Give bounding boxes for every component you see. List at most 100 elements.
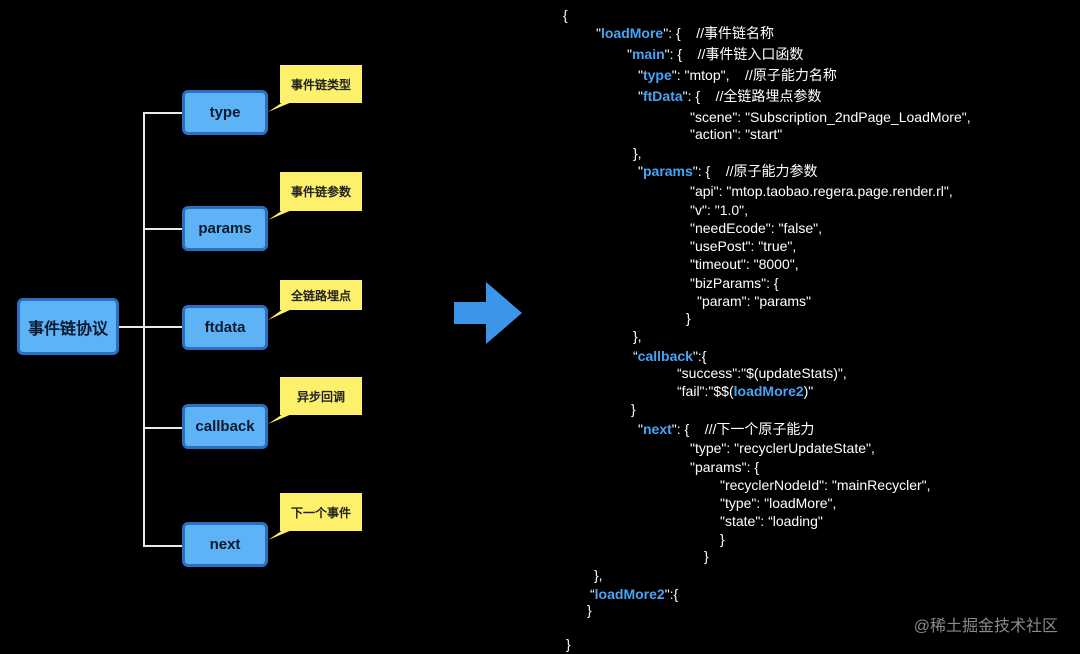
code-text: }	[686, 310, 691, 326]
code-line: "recyclerNodeId": "mainRecycler",	[720, 476, 931, 494]
code-line: },	[594, 566, 603, 584]
code-text: ": "mtop", //原子能力名称	[671, 67, 837, 83]
code-text: "api": "mtop.taobao.regera.page.render.r…	[690, 183, 953, 199]
root-node-label: 事件链协议	[27, 320, 108, 338]
connector-next	[143, 545, 184, 547]
code-key: params	[642, 163, 693, 179]
code-line: },	[633, 327, 642, 345]
code-line: "param": "params"	[697, 292, 811, 310]
code-text: “fail":"$$(	[677, 383, 734, 399]
code-line: {	[563, 6, 568, 24]
root-node: 事件链协议	[17, 298, 119, 355]
note-next: 下一个事件	[280, 493, 362, 531]
code-line: }	[686, 309, 691, 327]
code-text: "	[627, 46, 632, 62]
code-line: “callback":{	[633, 347, 706, 365]
code-text: }	[704, 548, 709, 564]
note-ftdata: 全链路埋点	[280, 280, 362, 310]
code-line: "type": "mtop", //原子能力名称	[638, 66, 837, 84]
event-chain-diagram: 事件链协议 type params ftdata callback next 事…	[0, 0, 530, 654]
watermark: @稀土掘金技术社区	[913, 618, 1058, 635]
code-text: )"	[803, 383, 814, 399]
note-ftdata-tail	[268, 309, 292, 320]
code-line: }	[631, 400, 636, 418]
code-line: },	[633, 144, 642, 162]
code-line: “fail":"$$(loadMore2)"	[677, 382, 813, 400]
code-text: }	[720, 531, 725, 547]
note-ftdata-label: 全链路埋点	[290, 288, 351, 303]
note-tails	[268, 102, 292, 540]
note-params-label: 事件链参数	[290, 185, 351, 199]
code-line: "action": "start"	[690, 125, 782, 143]
node-params: params	[182, 206, 268, 251]
code-text: "recyclerNodeId": "mainRecycler",	[720, 477, 931, 493]
code-line: "state": “loading"	[720, 512, 823, 530]
code-line: "scene": "Subscription_2ndPage_LoadMore"…	[690, 108, 971, 126]
node-ftdata-label: ftdata	[204, 319, 246, 336]
code-text: "action": "start"	[690, 126, 783, 142]
code-text: "usePost": "true",	[690, 238, 797, 254]
note-next-tail	[268, 530, 292, 540]
code-text: ":{	[664, 586, 679, 602]
code-line: "type": "loadMore",	[720, 494, 836, 512]
note-type-label: 事件链类型	[290, 77, 351, 92]
node-callback-label: callback	[195, 418, 255, 435]
code-key: callback	[637, 348, 693, 364]
code-text: }	[566, 636, 571, 652]
code-text: "	[638, 421, 643, 437]
code-line: “loadMore2":{	[590, 585, 678, 603]
code-text: “	[633, 348, 638, 364]
code-key: ftData	[642, 88, 683, 104]
code-text: },	[633, 328, 642, 344]
code-key: loadMore	[600, 25, 664, 41]
code-text: "scene": "Subscription_2ndPage_LoadMore"…	[690, 109, 971, 125]
code-text: “	[590, 586, 595, 602]
node-type-label: type	[209, 104, 241, 121]
code-text: ": { ///下一个原子能力	[671, 421, 815, 437]
connector-root-horizontal	[118, 326, 184, 328]
code-text: "bizParams": {	[690, 275, 779, 291]
code-line: "loadMore": { //事件链名称	[596, 24, 774, 42]
code-line: "v": "1.0",	[690, 201, 748, 219]
code-line: "usePost": "true",	[690, 237, 796, 255]
node-next: next	[182, 522, 268, 567]
code-text: ":{	[692, 348, 707, 364]
code-key: next	[642, 421, 672, 437]
connector-params	[143, 228, 184, 230]
note-params-tail	[268, 210, 292, 220]
code-text: ": { //事件链入口函数	[664, 46, 804, 62]
code-text: "	[638, 163, 643, 179]
code-line: "ftData": { //全链路埋点参数	[638, 87, 821, 105]
code-key: main	[631, 46, 665, 62]
note-callback: 异步回调	[280, 377, 362, 415]
code-text: "needEcode": "false",	[690, 220, 822, 236]
note-callback-label: 异步回调	[296, 389, 345, 404]
connector-type	[143, 112, 184, 114]
code-text: ": { //全链路埋点参数	[682, 88, 822, 104]
code-text: "type": "loadMore",	[720, 495, 837, 511]
note-type-tail	[268, 102, 292, 112]
code-text: ": { //事件链名称	[663, 25, 774, 41]
code-line: "next": { ///下一个原子能力	[638, 420, 814, 438]
code-key: type	[642, 67, 672, 83]
code-line: }	[704, 547, 709, 565]
code-text: "state": “loading"	[720, 513, 823, 529]
code-text: "params": {	[690, 459, 760, 475]
node-ftdata: ftdata	[182, 305, 268, 350]
note-params: 事件链参数	[280, 172, 362, 211]
note-callback-tail	[268, 414, 292, 424]
node-next-label: next	[209, 536, 241, 553]
code-text: "v": "1.0",	[690, 202, 749, 218]
code-text: "param": "params"	[697, 293, 812, 309]
code-text: }	[631, 401, 636, 417]
code-key: loadMore2	[733, 383, 804, 399]
code-text: "	[596, 25, 601, 41]
code-line: "needEcode": "false",	[690, 219, 822, 237]
code-line: "timeout": "8000",	[690, 255, 799, 273]
code-text: "timeout": "8000",	[690, 256, 799, 272]
code-line: "type": "recyclerUpdateState",	[690, 439, 875, 457]
code-text: {	[563, 7, 568, 23]
code-text: }	[587, 602, 592, 618]
code-line: }	[587, 601, 592, 619]
code-text: },	[594, 567, 603, 583]
